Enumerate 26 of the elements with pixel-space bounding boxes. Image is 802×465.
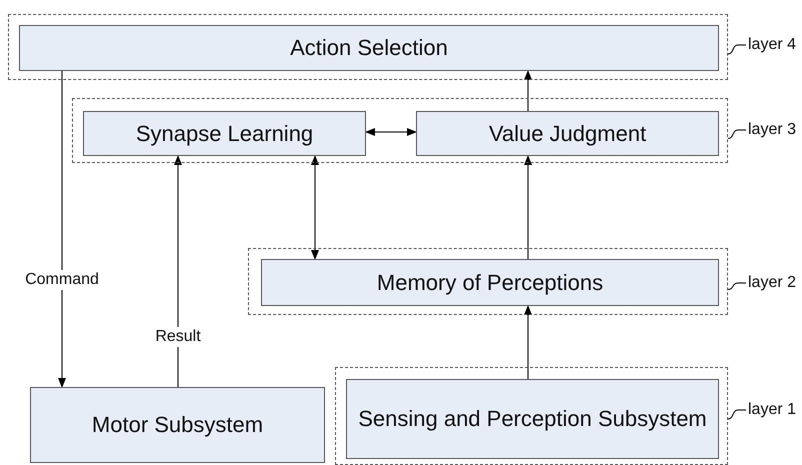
arrow (174, 155, 182, 388)
leader-line (728, 44, 746, 54)
layer-label: layer 1 (748, 399, 798, 421)
arrow (524, 305, 532, 380)
arrow (524, 70, 532, 112)
arrow (365, 128, 417, 136)
layer-label: layer 2 (748, 272, 798, 294)
layer-frame (72, 98, 728, 163)
leader-line (728, 410, 746, 420)
layer-label: layer 3 (748, 119, 798, 141)
arrow (311, 155, 319, 260)
layer-frame (8, 14, 728, 80)
process-box: Motor Subsystem (30, 387, 325, 463)
leader-line (728, 130, 746, 139)
process-box: Value Judgment (416, 111, 719, 156)
arrow (524, 155, 532, 260)
layer-frame (248, 248, 728, 315)
edge-label: Command (23, 270, 101, 290)
layer-frame (335, 367, 728, 465)
process-box: Synapse Learning (83, 111, 366, 156)
leader-line (728, 282, 746, 290)
arrow (58, 70, 66, 388)
process-box: Action Selection (19, 25, 719, 71)
process-box: Memory of Perceptions (261, 259, 719, 306)
process-box: Sensing and Perception Subsystem (346, 379, 719, 459)
layer-label: layer 4 (748, 34, 798, 56)
